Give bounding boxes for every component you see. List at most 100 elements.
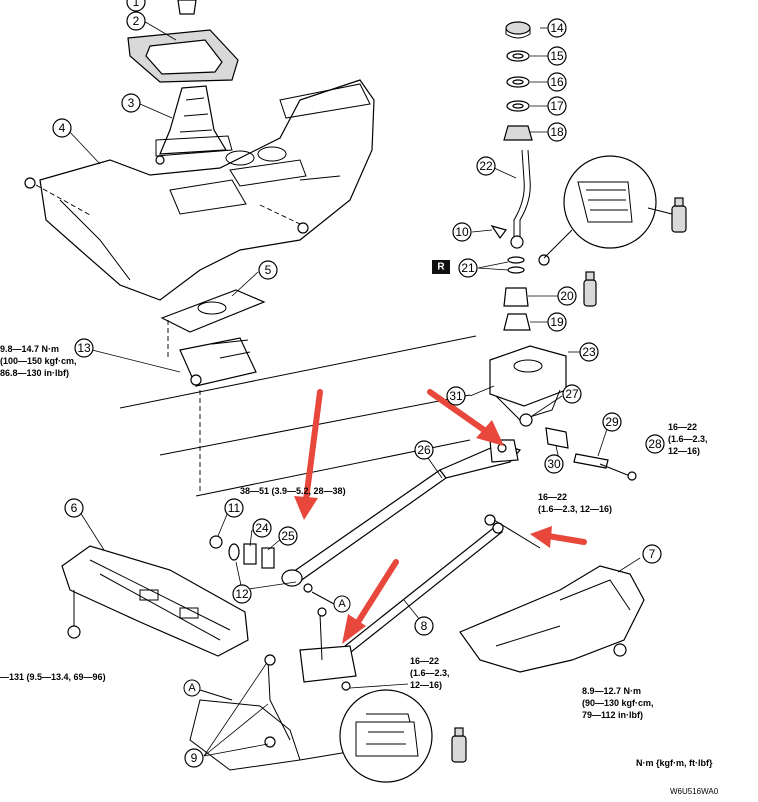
svg-text:—131 (9.5—13.4, 69—96): —131 (9.5—13.4, 69—96)	[0, 672, 106, 682]
svg-text:A: A	[338, 598, 346, 610]
red-arrow-2	[427, 389, 504, 446]
callout-15: 15	[547, 46, 567, 66]
part-joint-30	[545, 427, 569, 449]
callout-14: 14	[547, 18, 567, 38]
svg-text:30: 30	[547, 457, 561, 471]
red-arrow-1	[294, 389, 323, 520]
svg-text:3: 3	[128, 96, 135, 110]
svg-text:20: 20	[560, 289, 574, 303]
part-nut-27	[519, 413, 533, 427]
svg-text:8.9—12.7 N·m: 8.9—12.7 N·m	[582, 686, 641, 696]
part-o-rings-21	[507, 256, 525, 274]
svg-text:27: 27	[565, 387, 579, 401]
part-shift-knob	[177, 0, 197, 15]
part-lever-clamp	[489, 439, 519, 463]
part-shift-lever	[510, 149, 531, 249]
callout-11: 11	[224, 498, 244, 518]
callout-29: 29	[602, 412, 622, 432]
part-nut-lever	[484, 514, 541, 549]
svg-text:7: 7	[649, 547, 656, 561]
svg-text:1: 1	[133, 0, 140, 9]
part-stack-14	[505, 21, 531, 39]
callout-1: 1	[126, 0, 146, 12]
part-lever-bracket	[179, 337, 257, 387]
part-stack-16	[506, 76, 530, 88]
part-bushing-19	[503, 313, 531, 331]
svg-text:31: 31	[449, 389, 463, 403]
svg-text:(1.6—2.3, 12—16): (1.6—2.3, 12—16)	[538, 504, 612, 514]
svg-text:2: 2	[133, 14, 140, 28]
callout-30: 30	[544, 454, 564, 474]
callout-10: 10	[452, 222, 472, 242]
svg-text:79—112 in·lbf): 79—112 in·lbf)	[582, 710, 643, 720]
part-center-console	[39, 79, 375, 301]
callout-25: 25	[278, 526, 298, 546]
svg-text:6: 6	[71, 501, 78, 515]
units-legend: N·m {kgf·m, ft·lbf}	[636, 758, 713, 768]
marker-a-upper: A	[333, 595, 351, 613]
console-screw-right	[259, 204, 309, 234]
red-arrow-3	[530, 526, 587, 548]
svg-text:25: 25	[281, 529, 295, 543]
torque-spec-bushing: 38—51 (3.9—5.2, 28—38)	[240, 486, 346, 496]
r-badge: R	[432, 260, 450, 274]
part-shift-boot	[155, 85, 233, 157]
part-stack-17	[506, 100, 530, 112]
callout-19: 19	[547, 312, 567, 332]
detail-boot-inset	[543, 155, 687, 259]
torque-spec-13: 9.8—14.7 N·m (100—150 kgf·cm, 86.8—130 i…	[0, 344, 77, 378]
svg-text:13: 13	[77, 341, 91, 355]
leader-lines	[67, 19, 641, 757]
svg-text:(1.6—2.3,: (1.6—2.3,	[668, 434, 708, 444]
svg-text:4: 4	[59, 121, 66, 135]
svg-text:16—22: 16—22	[410, 656, 439, 666]
svg-text:15: 15	[550, 49, 564, 63]
console-screw-left	[24, 177, 91, 216]
callout-2: 2	[126, 11, 146, 31]
svg-text:9: 9	[191, 751, 198, 765]
svg-text:22: 22	[479, 159, 493, 173]
svg-text:9.8—14.7 N·m: 9.8—14.7 N·m	[0, 344, 59, 354]
svg-text:29: 29	[605, 415, 619, 429]
svg-text:12—16): 12—16)	[668, 446, 700, 456]
torque-spec-6: —131 (9.5—13.4, 69—96)	[0, 672, 106, 682]
part-stack-15	[506, 50, 530, 62]
callout-26: 26	[414, 440, 434, 460]
svg-text:23: 23	[582, 345, 596, 359]
svg-text:16—22: 16—22	[668, 422, 697, 432]
part-boot-trim	[127, 29, 239, 83]
svg-text:38—51 (3.9—5.2, 28—38): 38—51 (3.9—5.2, 28—38)	[240, 486, 346, 496]
svg-text:A: A	[188, 682, 196, 694]
callout-8: 8	[414, 616, 434, 636]
part-sleeve-29	[573, 453, 609, 469]
part-trans-support	[459, 565, 645, 673]
marker-a-lower: A	[183, 679, 201, 697]
torque-spec-7: 8.9—12.7 N·m (90—130 kgf·cm, 79—112 in·l…	[582, 686, 654, 720]
part-crossmember	[61, 545, 249, 657]
part-shift-rod	[289, 443, 522, 585]
callout-28: 28	[645, 434, 665, 454]
detail-lower-inset	[339, 689, 467, 783]
callout-17: 17	[547, 96, 567, 116]
callout-24: 24	[252, 518, 272, 538]
callout-9: 9	[184, 748, 204, 768]
callout-22: 22	[476, 156, 496, 176]
svg-text:24: 24	[255, 521, 269, 535]
svg-text:18: 18	[550, 125, 564, 139]
svg-text:16: 16	[550, 75, 564, 89]
part-shift-plate	[160, 289, 266, 360]
svg-text:R: R	[437, 262, 445, 273]
part-lever-pivot	[538, 254, 550, 266]
callout-20: 20	[557, 286, 577, 306]
svg-text:(100—150 kgf·cm,: (100—150 kgf·cm,	[0, 356, 77, 366]
svg-text:17: 17	[550, 99, 564, 113]
callout-3: 3	[121, 93, 141, 113]
callout-23: 23	[579, 342, 599, 362]
svg-text:28: 28	[648, 437, 662, 451]
svg-text:(90—130 kgf·cm,: (90—130 kgf·cm,	[582, 698, 654, 708]
torque-spec-28: 16—22 (1.6—2.3, 12—16)	[668, 422, 708, 456]
svg-text:12: 12	[235, 587, 249, 601]
red-arrow-4	[342, 559, 399, 644]
svg-text:19: 19	[550, 315, 564, 329]
